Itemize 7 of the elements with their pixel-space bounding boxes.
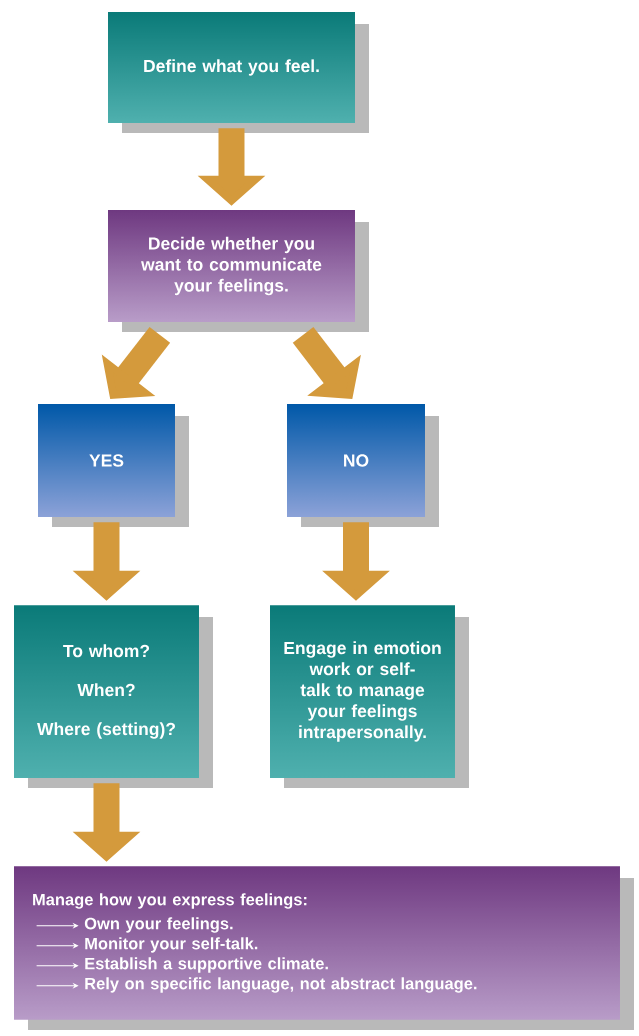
answer-box: YES (38, 404, 189, 527)
process-box: Engage in emotion work or self-talk to manage your feelings intrapersonally. (270, 605, 469, 788)
process-box: Define what you feel. (108, 12, 369, 133)
process-box: Manage how you express feelings: Own your feelings. Monitor your self-talk. Establish a supportive climate. Rely on specific language, not abstract language. (14, 866, 634, 1030)
decision-box: Decide whether you want to communicate your feelings. (108, 210, 369, 332)
process-box: To whom? When? Where (setting)? (14, 605, 213, 788)
answer-box: NO (287, 404, 439, 527)
